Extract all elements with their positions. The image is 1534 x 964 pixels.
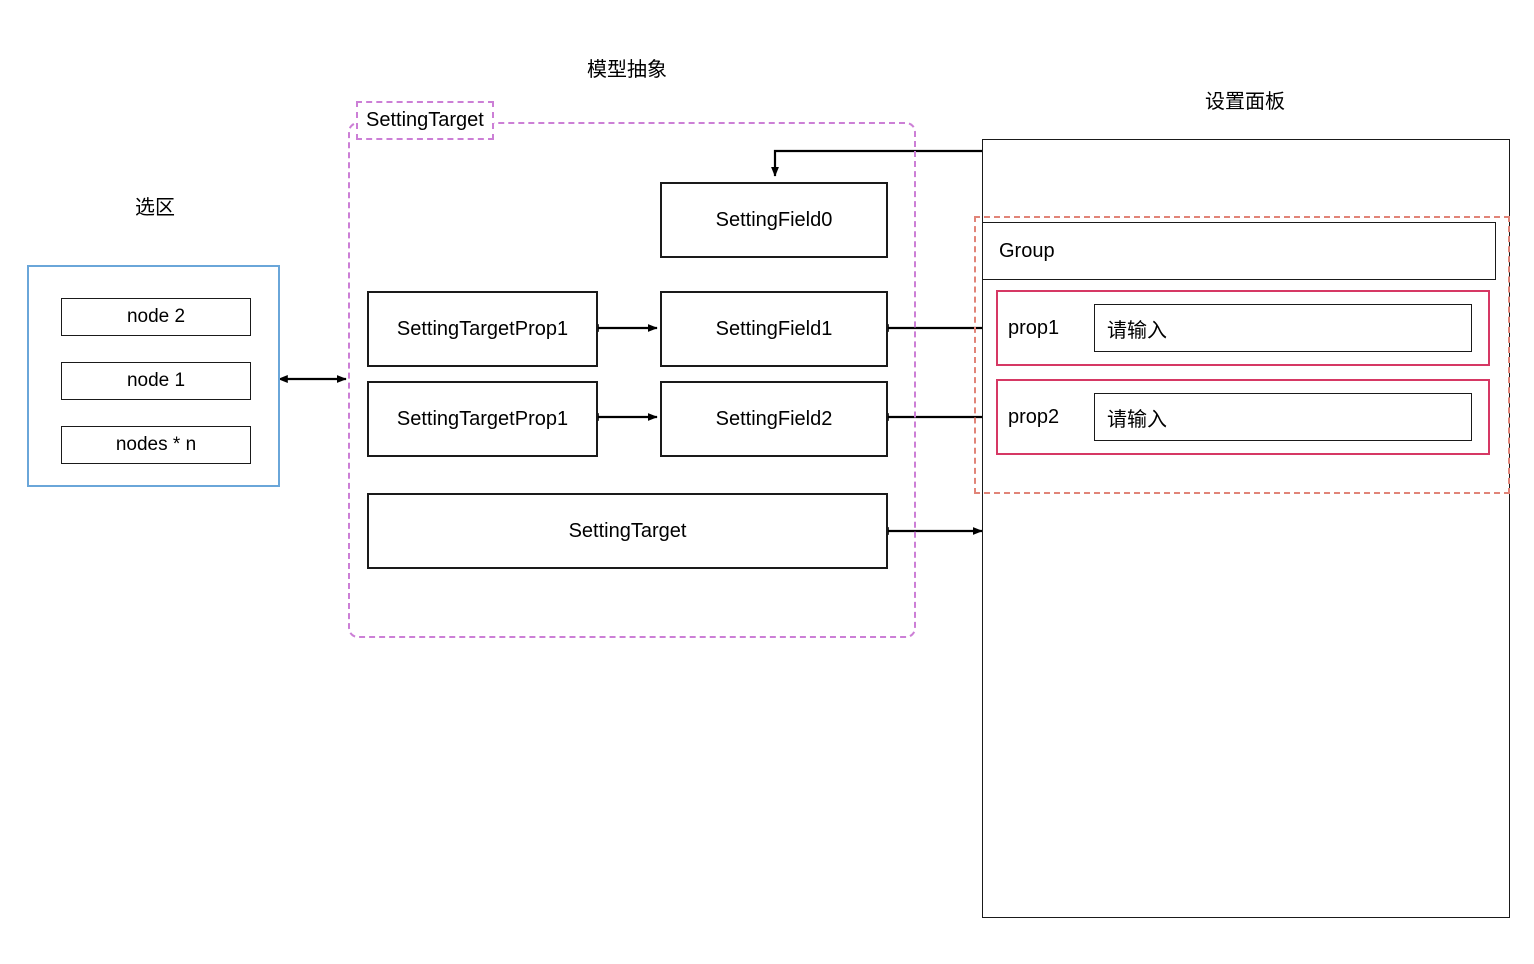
model-region-label-text: SettingTarget [366,109,484,131]
selection-section-title: 选区 [135,197,175,219]
model-region-label: SettingTarget [356,101,494,140]
setting-target-prop-1-box[interactable]: SettingTargetProp1 [367,291,598,367]
setting-target-prop-2-box[interactable]: SettingTargetProp1 [367,381,598,457]
prop1-input[interactable]: 请输入 [1094,304,1472,352]
prop-row-label: prop2 [1008,405,1060,428]
group-region-highlight [974,216,1510,494]
group-title: Group [999,239,1055,262]
panel-section-title: 设置面板 [1205,91,1285,113]
prop1-input-placeholder: 请输入 [1107,319,1167,342]
setting-field-1-box[interactable]: SettingField1 [660,291,888,367]
table-row[interactable]: prop1 请输入 [996,290,1490,366]
table-row[interactable]: prop2 请输入 [996,379,1490,455]
prop-row-label: prop1 [1008,316,1060,339]
node-label: nodes * n [115,434,197,455]
selection-region: node 2 node 1 nodes * n [27,265,280,487]
prop2-input[interactable]: 请输入 [1094,393,1472,441]
model-section-title: 模型抽象 [587,59,667,81]
list-item[interactable]: node 2 [61,298,251,336]
setting-target-box[interactable]: SettingTarget [367,493,888,569]
setting-target-prop-1-label: SettingTargetProp1 [396,317,569,340]
setting-target-label: SettingTarget [568,519,687,542]
node-label: node 2 [126,306,186,327]
model-abstract-region [348,122,916,638]
list-item[interactable]: nodes * n [61,426,251,464]
setting-field-1-label: SettingField1 [715,317,833,340]
setting-field-2-label: SettingField2 [715,407,833,430]
prop2-input-placeholder: 请输入 [1107,408,1167,431]
list-item[interactable]: node 1 [61,362,251,400]
node-label: node 1 [126,370,186,391]
setting-field-0-label: SettingField0 [715,208,833,231]
group-header-block: Group [982,222,1496,280]
setting-field-2-box[interactable]: SettingField2 [660,381,888,457]
setting-target-prop-2-label: SettingTargetProp1 [396,407,569,430]
setting-field-0-box[interactable]: SettingField0 [660,182,888,258]
